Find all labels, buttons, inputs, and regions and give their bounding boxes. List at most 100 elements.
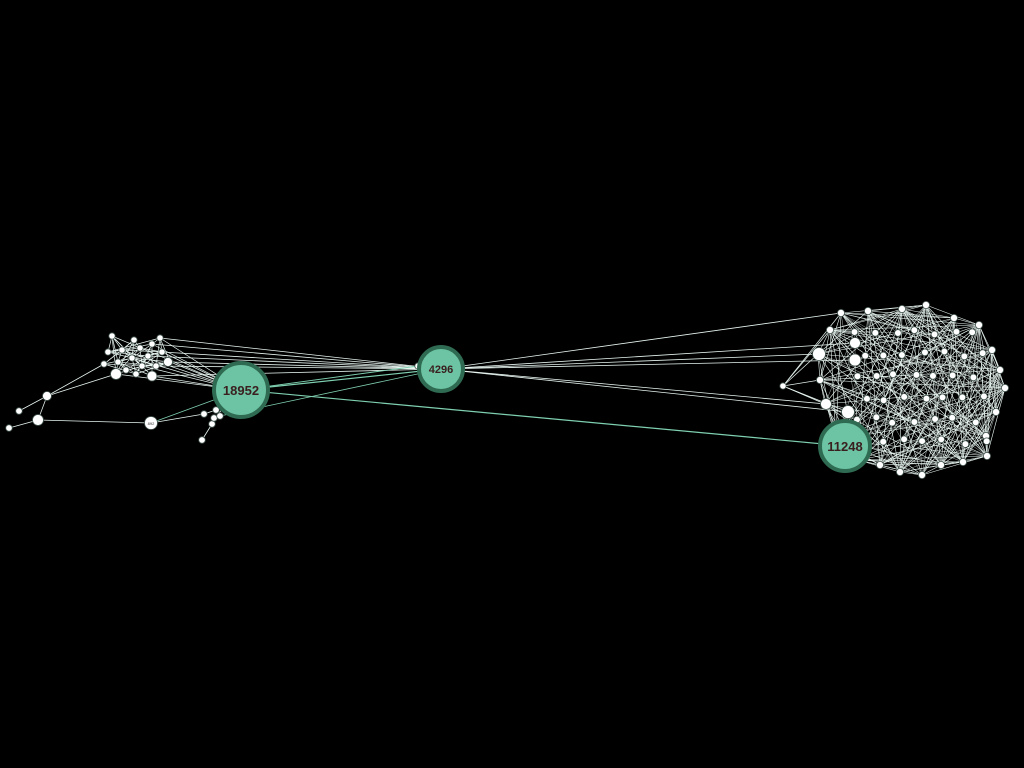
graph-node-right[interactable]	[980, 392, 988, 401]
graph-node-right[interactable]	[948, 371, 957, 380]
graph-node-right[interactable]	[841, 405, 855, 419]
graph-node-right[interactable]	[889, 370, 897, 379]
graph-node-right[interactable]	[864, 306, 873, 315]
graph-node-right[interactable]	[996, 365, 1005, 374]
graph-node-right[interactable]	[938, 393, 947, 402]
graph-node-right[interactable]	[968, 328, 976, 337]
graph-node-892[interactable]	[144, 416, 158, 430]
hub-node-4296[interactable]: 4296	[417, 345, 465, 393]
graph-node-right[interactable]	[871, 329, 880, 337]
graph-node-right[interactable]	[850, 328, 859, 336]
graph-node-tail[interactable]	[216, 412, 224, 420]
graph-node-right[interactable]	[958, 393, 967, 402]
graph-node-right[interactable]	[983, 451, 992, 460]
graph-node-right[interactable]	[898, 304, 907, 313]
graph-node-right[interactable]	[826, 325, 835, 334]
graph-node-right[interactable]	[929, 372, 937, 380]
graph-node-left[interactable]	[156, 334, 164, 342]
graph-node-right[interactable]	[816, 375, 825, 384]
graph-node-right[interactable]	[940, 347, 949, 356]
graph-node-tail[interactable]	[42, 391, 52, 401]
hub-node-11248-circle[interactable]	[818, 419, 872, 473]
graph-node-right[interactable]	[896, 467, 905, 476]
graph-node-right[interactable]	[879, 351, 888, 360]
graph-node-right[interactable]	[961, 440, 970, 448]
graph-node-right[interactable]	[930, 330, 939, 339]
graph-node-right[interactable]	[912, 371, 921, 379]
graph-node-left[interactable]	[104, 348, 112, 356]
graph-node-right[interactable]	[879, 438, 888, 446]
graph-node-right[interactable]	[812, 347, 826, 361]
graph-node-right[interactable]	[952, 327, 961, 336]
graph-node-right[interactable]	[937, 435, 945, 444]
graph-node-right[interactable]	[872, 413, 881, 422]
graph-node-tail[interactable]	[32, 414, 44, 426]
graph-node-right[interactable]	[910, 418, 919, 426]
graph-node-right[interactable]	[879, 396, 888, 405]
graph-node-right[interactable]	[975, 320, 984, 329]
graph-node-left[interactable]	[110, 368, 122, 380]
graph-node-right[interactable]	[959, 457, 968, 466]
graph-node-left[interactable]	[152, 362, 160, 370]
graph-node-right[interactable]	[1001, 383, 1010, 392]
graph-node-left[interactable]	[118, 346, 126, 354]
graph-node-tail[interactable]	[208, 420, 216, 428]
graph-node-tail[interactable]	[210, 414, 218, 422]
graph-node-right[interactable]	[876, 460, 885, 469]
graph-node-left[interactable]	[144, 352, 152, 360]
graph-node-right[interactable]	[861, 351, 870, 360]
graph-node-right[interactable]	[992, 407, 1001, 416]
graph-node-left[interactable]	[132, 370, 140, 378]
graph-node-right[interactable]	[969, 373, 978, 382]
graph-node-right[interactable]	[779, 382, 787, 390]
graph-node-left[interactable]	[122, 366, 130, 374]
graph-node-left[interactable]	[130, 336, 138, 344]
hub-node-11248[interactable]: 11248	[818, 419, 872, 473]
graph-node-right[interactable]	[937, 460, 946, 469]
graph-node-tail[interactable]	[198, 436, 206, 444]
graph-node-right[interactable]	[960, 352, 969, 361]
graph-node-right[interactable]	[848, 353, 862, 367]
graph-node-left[interactable]	[158, 348, 166, 356]
graph-node-tail[interactable]	[200, 410, 208, 418]
graph-node-left[interactable]	[128, 354, 136, 362]
graph-node-right[interactable]	[922, 394, 931, 403]
graph-node-right[interactable]	[853, 372, 862, 381]
graph-node-right[interactable]	[948, 413, 956, 422]
hub-node-4296-circle[interactable]	[417, 345, 465, 393]
graph-node-right[interactable]	[863, 395, 871, 403]
graph-node-left[interactable]	[148, 340, 156, 348]
hub-node-18952-circle[interactable]	[212, 361, 270, 419]
graph-node-right[interactable]	[837, 308, 846, 317]
graph-node-left[interactable]	[138, 362, 146, 370]
graph-node-right[interactable]	[918, 470, 927, 479]
graph-node-left[interactable]	[108, 332, 116, 340]
graph-node-right[interactable]	[898, 351, 906, 359]
graph-node-tail[interactable]	[212, 406, 220, 414]
graph-node-right[interactable]	[900, 393, 908, 401]
graph-node-left[interactable]	[114, 358, 122, 366]
graph-node-right[interactable]	[931, 415, 939, 423]
graph-node-right[interactable]	[918, 437, 926, 445]
graph-node-right[interactable]	[921, 348, 929, 357]
graph-node-left[interactable]	[136, 344, 144, 352]
graph-node-right[interactable]	[988, 345, 997, 354]
hub-node-18952[interactable]: 18952	[212, 361, 270, 419]
graph-node-right[interactable]	[849, 337, 861, 349]
graph-node-left[interactable]	[100, 360, 108, 368]
graph-node-right[interactable]	[900, 435, 908, 444]
graph-node-right[interactable]	[888, 418, 896, 427]
graph-node-right[interactable]	[922, 300, 931, 309]
graph-node-right[interactable]	[910, 326, 919, 334]
graph-node-left[interactable]	[163, 357, 173, 367]
graph-node-tail[interactable]	[5, 424, 13, 432]
graph-node-right[interactable]	[872, 372, 881, 380]
graph-node-right[interactable]	[894, 329, 902, 337]
graph-node-right[interactable]	[971, 418, 980, 427]
graph-node-tail[interactable]	[15, 407, 23, 415]
graph-node-left[interactable]	[146, 370, 158, 382]
graph-node-right[interactable]	[950, 313, 959, 322]
graph-node-right[interactable]	[820, 398, 832, 410]
graph-node-right[interactable]	[982, 437, 991, 446]
graph-node-right[interactable]	[978, 349, 987, 357]
